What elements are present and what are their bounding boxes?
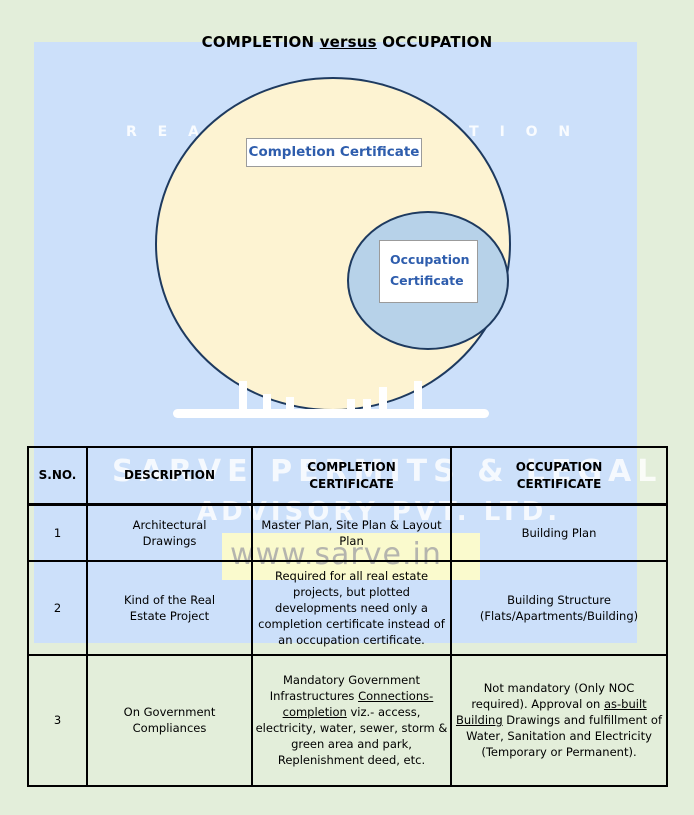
cell-completion: Required for all real estate projects, b… <box>251 559 452 656</box>
cell-sno: 1 <box>27 503 88 562</box>
cell-sno: 3 <box>27 653 88 787</box>
occupation-label-line2: Certificate <box>390 273 464 288</box>
completion-certificate-label: Completion Certificate <box>246 138 422 167</box>
cell-completion: Master Plan, Site Plan & Layout Plan <box>251 503 452 562</box>
watermark-fragment <box>363 399 371 409</box>
occupation-certificate-label: Occupation Certificate <box>379 240 478 303</box>
watermark-fragment <box>379 387 387 409</box>
cell-description: Architectural Drawings <box>86 503 253 562</box>
column-header-description: DESCRIPTION <box>86 446 253 506</box>
occupation-label-line1: Occupation <box>390 252 470 267</box>
watermark-fragment-right: C T I O N <box>438 124 579 140</box>
watermark-fragment <box>286 397 294 409</box>
cell-completion: Mandatory Government Infrastructures Con… <box>251 653 452 787</box>
cell-occupation: Building Plan <box>450 503 668 562</box>
watermark-underline-bar <box>173 409 489 418</box>
cell-occupation: Building Structure (Flats/Apartments/Bui… <box>450 559 668 656</box>
column-header-sno: S.NO. <box>27 446 88 506</box>
cell-description: On Government Compliances <box>86 653 253 787</box>
title-post: OCCUPATION <box>376 33 493 51</box>
watermark-fragment <box>239 381 247 409</box>
watermark-fragment <box>347 399 355 409</box>
watermark-fragment <box>263 394 271 409</box>
cell-description: Kind of the Real Estate Project <box>86 559 253 656</box>
title-pre: COMPLETION <box>201 33 320 51</box>
page-title: COMPLETION versus OCCUPATION <box>0 33 694 51</box>
cell-occupation: Not mandatory (Only NOC required). Appro… <box>450 653 668 787</box>
cell-sno: 2 <box>27 559 88 656</box>
title-versus: versus <box>319 33 377 51</box>
watermark-fragment <box>414 381 422 409</box>
